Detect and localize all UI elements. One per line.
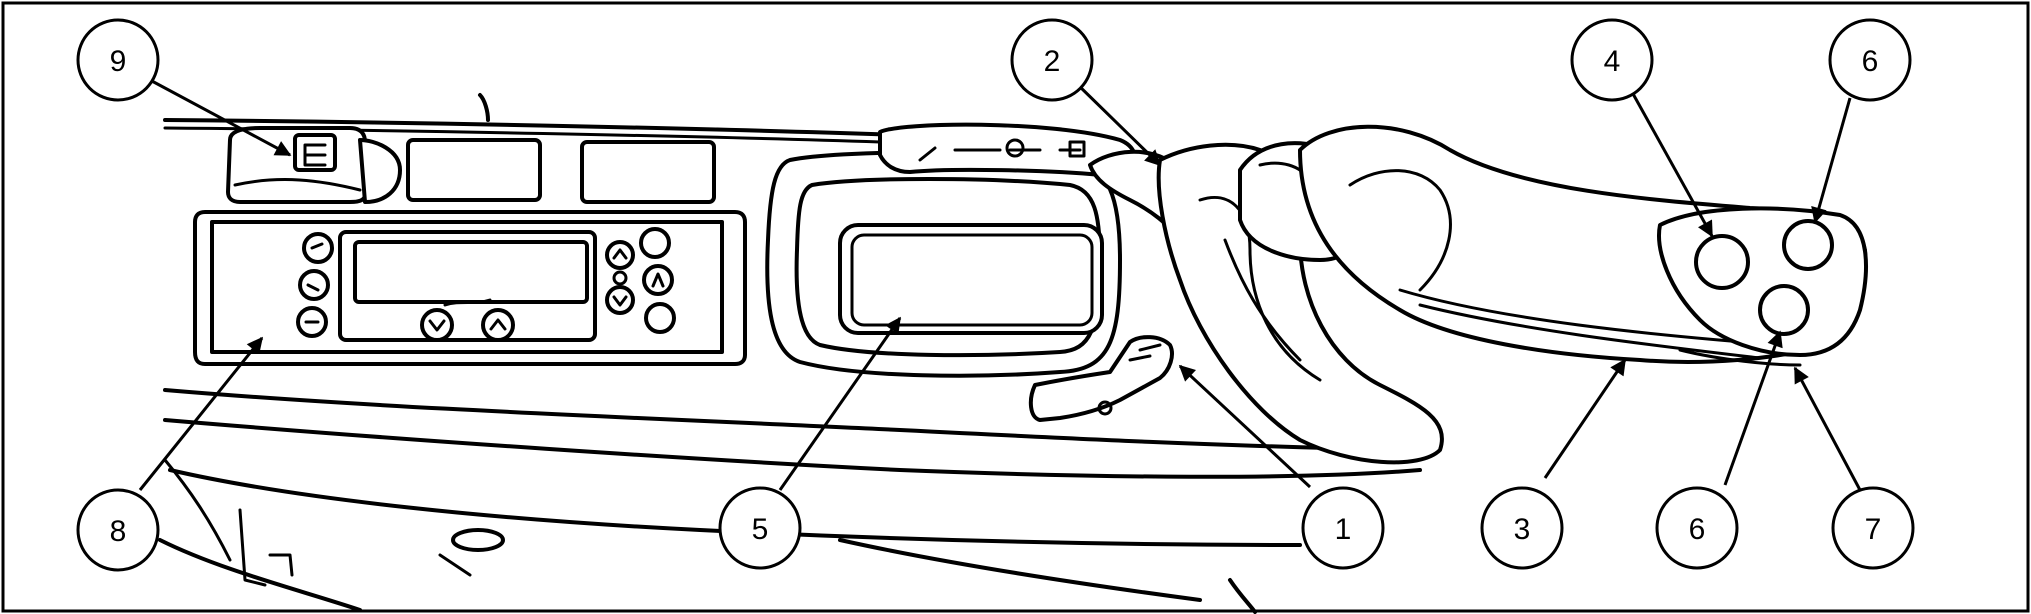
panel-button-up — [481, 308, 515, 342]
leader-2 — [1073, 80, 1162, 167]
callouts: 9 2 4 6 8 5 1 3 — [76, 18, 1915, 572]
leader-9 — [149, 78, 292, 157]
svg-text:8: 8 — [110, 515, 127, 548]
lock-lever — [1028, 335, 1174, 422]
panel-button-left-1 — [302, 232, 334, 264]
panel-button-right-3 — [642, 264, 674, 296]
leader-3 — [1543, 358, 1627, 479]
callout-8: 8 — [76, 488, 160, 572]
callout-6-bottom: 6 — [1655, 486, 1739, 570]
svg-text:1: 1 — [1335, 513, 1352, 546]
joystick-trigger — [1678, 348, 1802, 367]
leader-lines — [138, 78, 1862, 491]
leader-8 — [138, 336, 264, 491]
callout-7: 7 — [1831, 486, 1915, 570]
svg-text:6: 6 — [1689, 513, 1706, 546]
joystick-button-bottom — [1758, 284, 1810, 336]
callout-6-top: 6 — [1828, 18, 1912, 102]
leader-4 — [1630, 91, 1714, 238]
panel-button-right-4 — [605, 285, 635, 315]
joystick — [1156, 124, 1868, 465]
callout-3: 3 — [1480, 486, 1564, 570]
control-panel — [193, 210, 747, 366]
callout-4: 4 — [1570, 18, 1654, 102]
panel-button-right-1 — [639, 227, 671, 259]
svg-text:5: 5 — [752, 513, 769, 546]
panel-button-down — [420, 308, 454, 342]
joystick-button-top-left — [1694, 234, 1750, 290]
callout-5: 5 — [718, 486, 802, 570]
joystick-button-top-right — [1782, 219, 1834, 271]
svg-text:9: 9 — [110, 45, 127, 78]
leader-7 — [1793, 366, 1862, 491]
callout-2: 2 — [1010, 18, 1094, 102]
panel-button-right-5 — [644, 302, 676, 334]
callout-1: 1 — [1301, 486, 1385, 570]
leader-6a — [1811, 97, 1852, 224]
callout-9: 9 — [76, 18, 160, 102]
svg-text:2: 2 — [1044, 45, 1061, 78]
svg-text:7: 7 — [1865, 513, 1882, 546]
svg-text:6: 6 — [1862, 45, 1879, 78]
panel-button-right-2 — [605, 240, 635, 270]
svg-text:4: 4 — [1604, 45, 1621, 78]
panel-button-left-2 — [298, 269, 330, 301]
leader-6b — [1723, 330, 1783, 486]
upper-switch-row — [226, 126, 716, 204]
leader-5 — [778, 316, 902, 491]
leader-1 — [1178, 364, 1312, 489]
svg-text:3: 3 — [1514, 513, 1531, 546]
